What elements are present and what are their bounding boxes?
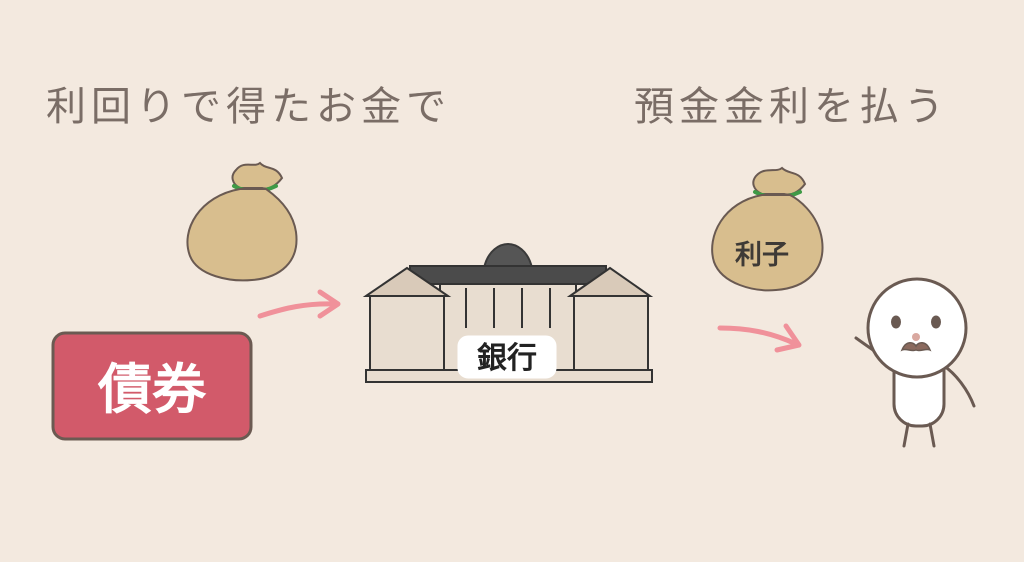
interest-label: 利子 xyxy=(735,240,789,271)
bond-tag: 債券 xyxy=(51,331,253,441)
arrow-right-icon xyxy=(717,323,802,353)
bank-label: 銀行 xyxy=(477,341,537,376)
heading-right: 預金金利を払う xyxy=(634,84,949,130)
bond-label: 債券 xyxy=(97,358,207,421)
arrow-right-icon xyxy=(257,289,341,319)
bank-building-icon: 銀行 xyxy=(362,242,654,383)
money-bag-icon xyxy=(186,161,298,282)
heading-left: 利回りで得たお金で xyxy=(46,84,451,130)
mustached-person-icon xyxy=(854,277,976,448)
interest-money-bag-icon: 利子 xyxy=(711,166,824,292)
